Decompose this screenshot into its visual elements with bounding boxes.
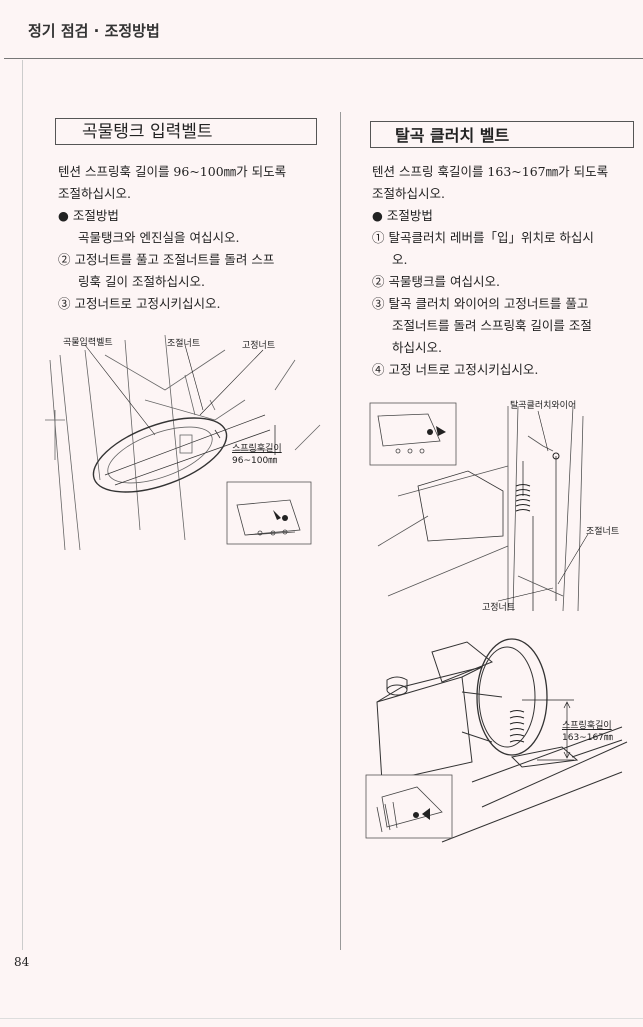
right-instructions: 텐션 스프링 훅길이를 163~167㎜가 되도록 조절하십시오. ● 조절방법… [372, 161, 608, 381]
label-clutch-wire: 탈곡클러치와이어 [510, 401, 577, 411]
step-2: ② 곡물탱크를 여십시오. [372, 274, 500, 289]
intro-line: 조절하십시오. [372, 186, 445, 201]
intro-line: 텐션 스프링훅 길이를 96~100㎜가 되도록 [58, 164, 287, 179]
label-lock-nut: 고정너트 [242, 341, 276, 351]
step-1: 곡물탱크와 엔진실을 여십시오. [78, 230, 240, 245]
label-range: 163~167㎜ [562, 733, 613, 743]
arrow-icon [273, 510, 281, 520]
inset-machine-view [369, 402, 457, 466]
label-range: 96~100㎜ [232, 456, 278, 466]
scan-edge [0, 1018, 643, 1019]
belt-illustration [45, 334, 321, 551]
step-1-cont: 오. [392, 252, 408, 267]
step-3: ③ 탈곡 클러치 와이어의 고정너트를 풀고 [372, 296, 589, 311]
method-heading: ● 조절방법 [372, 208, 433, 223]
figure-grain-tank-belt: 곡물입력벨트 조절너트 고정너트 스프링훅길이 96~100㎜ [45, 330, 330, 555]
step-2: ② 고정너트를 풀고 조절너트를 돌려 스프 [58, 252, 275, 267]
arrow-icon [422, 808, 430, 820]
label-grain-belt: 곡물입력벨트 [63, 338, 113, 348]
step-3-cont: 하십시오. [392, 340, 442, 355]
label-adjust-nut: 조절너트 [167, 339, 201, 349]
section-title-grain-tank-belt: 곡물탱크 입력벨트 [55, 118, 317, 145]
inset-machine-view [226, 481, 312, 545]
step-4: ④ 고정 너트로 고정시키십시오. [372, 362, 539, 377]
clutch-wire-illustration [369, 402, 589, 612]
step-1: ① 탈곡클러치 레버를「입」위치로 하십시 [372, 230, 594, 245]
intro-line: 텐션 스프링 훅길이를 163~167㎜가 되도록 [372, 164, 609, 179]
figure-clutch-spring: 스프링훅길이 163~167㎜ [362, 632, 634, 847]
left-instructions: 텐션 스프링훅 길이를 96~100㎜가 되도록 조절하십시오. ● 조절방법 … [58, 161, 286, 315]
header-divider [4, 58, 643, 59]
intro-line: 조절하십시오. [58, 186, 131, 201]
label-spring-hook-length: 스프링훅길이 [562, 721, 612, 731]
step-3-cont: 조절너트를 돌려 스프링훅 길이를 조절 [392, 318, 592, 333]
inset-machine-view [365, 774, 453, 839]
page-header-title: 정기 점검 · 조정방법 [28, 22, 160, 40]
column-divider [340, 112, 341, 950]
margin-line [22, 60, 23, 950]
label-lock-nut: 고정너트 [482, 603, 516, 613]
step-3: ③ 고정너트로 고정시키십시오. [58, 296, 221, 311]
step-2-cont: 링훅 길이 조절하십시오. [78, 274, 205, 289]
label-spring-hook-length: 스프링훅길이 [232, 444, 282, 454]
label-adjust-nut: 조절너트 [586, 527, 620, 537]
method-heading: ● 조절방법 [58, 208, 119, 223]
arrow-icon [436, 426, 446, 436]
page-number: 84 [14, 955, 30, 969]
section-title-threshing-clutch-belt: 탈곡 클러치 벨트 [370, 121, 634, 148]
clutch-spring-illustration [365, 638, 628, 843]
figure-clutch-wire: 탈곡클러치와이어 조절너트 고정너트 [368, 396, 619, 616]
